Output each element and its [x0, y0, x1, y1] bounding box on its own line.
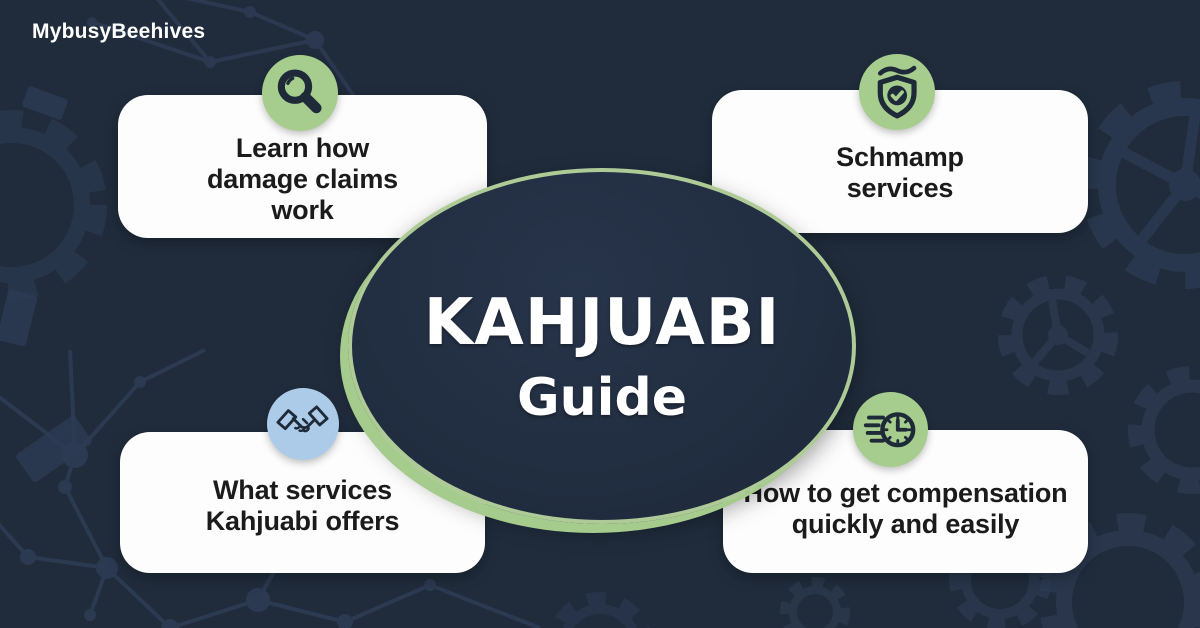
card-services-offered-text: What services Kahjuabi offers — [205, 474, 400, 536]
fast-clock-icon — [853, 392, 928, 467]
card-learn-claims-text: Learn how damage claims work — [206, 133, 398, 225]
handshake-icon — [267, 388, 339, 460]
gear-icon — [998, 275, 1118, 395]
gear-icon — [549, 592, 651, 628]
network-graph-top-left — [87, 0, 365, 109]
brand-logo: MybusyBeehives — [32, 20, 206, 43]
card-get-compensation-text: How to get compensation quickly and easi… — [743, 477, 1068, 539]
center-ellipse: KAHJUABI Guide — [348, 168, 856, 524]
gear-icon — [780, 577, 850, 628]
debris-shapes — [0, 86, 92, 483]
gear-icon — [1128, 366, 1200, 494]
main-subtitle: Guide — [516, 368, 687, 428]
main-title: KAHJUABI — [423, 286, 781, 360]
gear-icon — [1081, 81, 1200, 289]
magnifier-icon — [262, 55, 338, 131]
gear-icon — [0, 110, 107, 300]
shield-check-icon — [859, 54, 935, 130]
gear-icon — [1039, 513, 1200, 628]
card-schmamp-services-text: Schmamp services — [836, 141, 964, 203]
